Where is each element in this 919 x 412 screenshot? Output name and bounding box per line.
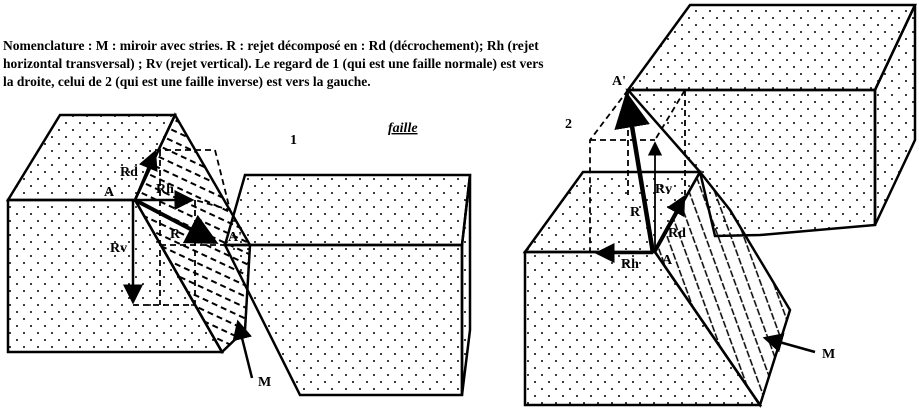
mirror-pointer <box>232 319 254 379</box>
label-rv: Rv <box>110 241 127 256</box>
right-block-side <box>460 174 472 396</box>
vector-rd <box>133 149 158 201</box>
label-rh: Rh <box>621 257 639 272</box>
label-m: M <box>822 347 835 362</box>
right-block-top <box>223 173 472 247</box>
label-a: A <box>662 253 673 268</box>
label-rd: Rd <box>120 165 138 180</box>
label-r: R <box>630 205 641 220</box>
vector-rd <box>651 194 686 254</box>
figure-1-labels: Rd Rh A Rv R A' M 1 faille <box>104 121 418 390</box>
upper-block-side <box>873 4 917 226</box>
label-rv: Rv <box>655 182 672 197</box>
mirror-pointer <box>762 333 816 354</box>
label-a: A <box>104 185 115 200</box>
figure-number: 1 <box>290 133 297 148</box>
caption-line: la droite, celui de 2 (qui est une faill… <box>3 74 371 89</box>
figure-number: 2 <box>565 117 572 132</box>
caption-line: horizontal transversal) ; Rv (rejet vert… <box>3 56 544 71</box>
figure-title: faille <box>388 121 418 136</box>
figure-2-reverse-fault <box>522 3 917 408</box>
figure-2-labels: A' 2 Rv R Rd Rh A M <box>565 74 835 362</box>
label-a-prime: A' <box>228 230 242 245</box>
caption-line: Nomenclature : M : miroir avec stries. R… <box>3 38 539 53</box>
label-m: M <box>258 375 271 390</box>
label-a-prime: A' <box>612 74 626 89</box>
vector-r <box>614 91 656 254</box>
fault-mirror <box>653 169 792 408</box>
label-r: R <box>170 227 181 242</box>
vector-r <box>134 198 219 244</box>
right-block-front <box>222 243 464 397</box>
figure-1-normal-fault <box>5 112 472 397</box>
upper-block-top <box>625 3 917 92</box>
label-rd: Rd <box>668 226 686 241</box>
label-rh: Rh <box>156 182 174 197</box>
nomenclature-caption: Nomenclature : M : miroir avec stries. R… <box>3 37 544 91</box>
